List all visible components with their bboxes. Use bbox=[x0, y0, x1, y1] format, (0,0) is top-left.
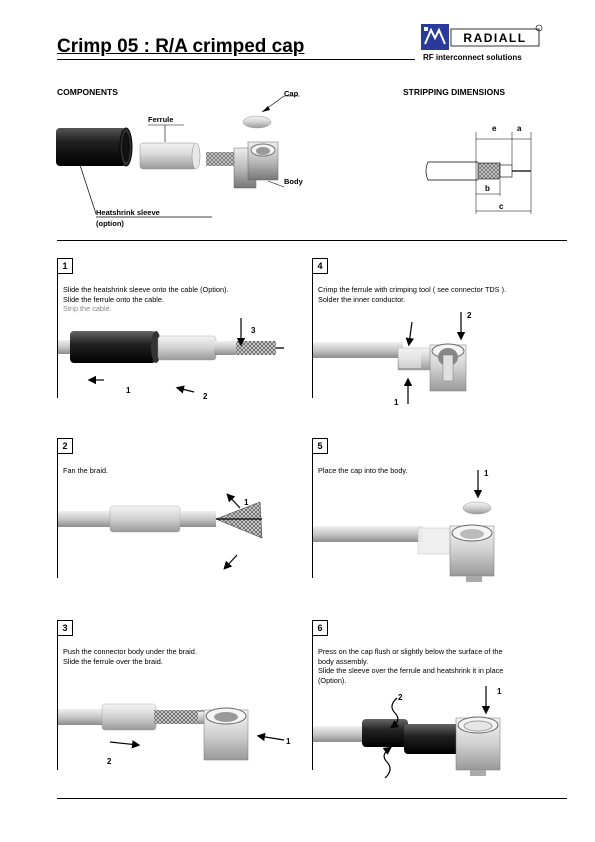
title-underline bbox=[57, 59, 415, 60]
step-6-arrow-label-1: 1 bbox=[497, 687, 502, 696]
page-title: Crimp 05 : R/A crimped cap bbox=[57, 36, 305, 57]
step-6-drawing: 2 1 bbox=[313, 686, 502, 779]
radiall-logo: RADIALL bbox=[421, 24, 543, 50]
step-2-drawing: 1 bbox=[58, 493, 263, 570]
stripping-dimensions-drawing: e a b c bbox=[425, 124, 532, 214]
step-1-drawing: 1 2 3 bbox=[58, 318, 284, 401]
tagline: RF interconnect solutions bbox=[423, 53, 522, 62]
dim-b: b bbox=[485, 184, 490, 193]
step-5-arrow-label-1: 1 bbox=[484, 469, 489, 478]
step-number-5: 5 bbox=[312, 438, 328, 454]
step-4-arrow-label-2: 2 bbox=[467, 311, 472, 320]
step-panel-6 bbox=[312, 620, 553, 770]
step-5-text: Place the cap into the body. bbox=[318, 466, 408, 475]
step-1-arrow-label-1: 1 bbox=[126, 386, 131, 395]
dim-c: c bbox=[499, 202, 504, 211]
section-divider-bottom bbox=[57, 798, 567, 799]
step-panel-3 bbox=[57, 620, 298, 770]
step-3-arrow-label-1: 1 bbox=[286, 737, 291, 746]
step-5-drawing: 1 bbox=[313, 469, 495, 582]
step-4-drawing: 1 2 bbox=[313, 311, 472, 407]
step-panel-5 bbox=[312, 438, 553, 578]
step-3-arrow-label-2: 2 bbox=[107, 757, 112, 766]
ferrule-drawing bbox=[139, 142, 201, 170]
components-illustration: e a b c bbox=[56, 95, 532, 218]
cap-label: Cap bbox=[284, 89, 299, 98]
step-4-arrow-label-1: 1 bbox=[394, 398, 399, 407]
step-number-1: 1 bbox=[57, 258, 73, 274]
step-number-6: 6 bbox=[312, 620, 328, 636]
step-panel-4 bbox=[312, 258, 553, 398]
sleeve-label-line2: (option) bbox=[96, 219, 124, 228]
step-number-4: 4 bbox=[312, 258, 328, 274]
section-divider-top bbox=[57, 240, 567, 241]
step-6-text: Press on the cap flush or slightly below… bbox=[318, 647, 504, 685]
connector-body-drawing bbox=[206, 141, 279, 189]
stripping-heading: STRIPPING DIMENSIONS bbox=[403, 87, 506, 97]
step-2-arrow-label-1: 1 bbox=[244, 498, 249, 507]
step-2-text: Fan the braid. bbox=[63, 466, 109, 475]
dim-e: e bbox=[492, 124, 497, 133]
step-1-arrow-label-3: 3 bbox=[251, 326, 256, 335]
step-panel-2 bbox=[57, 438, 298, 578]
sleeve-label-line1: Heatshrink sleeve bbox=[96, 208, 160, 217]
step-1-arrow-label-2: 2 bbox=[203, 392, 208, 401]
body-label: Body bbox=[284, 177, 303, 186]
step-4-text: Crimp the ferrule with crimping tool ( s… bbox=[318, 285, 507, 304]
cap-drawing bbox=[242, 115, 272, 129]
dim-a: a bbox=[517, 124, 522, 133]
heatshrink-sleeve-drawing bbox=[56, 127, 133, 167]
step-panel-1 bbox=[57, 258, 298, 398]
step-number-3: 3 bbox=[57, 620, 73, 636]
components-heading: COMPONENTS bbox=[57, 87, 118, 97]
step-3-text: Push the connector body under the braid.… bbox=[63, 647, 197, 666]
step-3-drawing: 2 1 bbox=[58, 703, 291, 766]
step-number-2: 2 bbox=[57, 438, 73, 454]
ferrule-label: Ferrule bbox=[148, 115, 174, 124]
step-6-arrow-label-2: 2 bbox=[398, 693, 403, 702]
brand-name: RADIALL bbox=[463, 31, 526, 45]
step-1-text: Slide the heatshrink sleeve onto the cab… bbox=[63, 285, 229, 313]
